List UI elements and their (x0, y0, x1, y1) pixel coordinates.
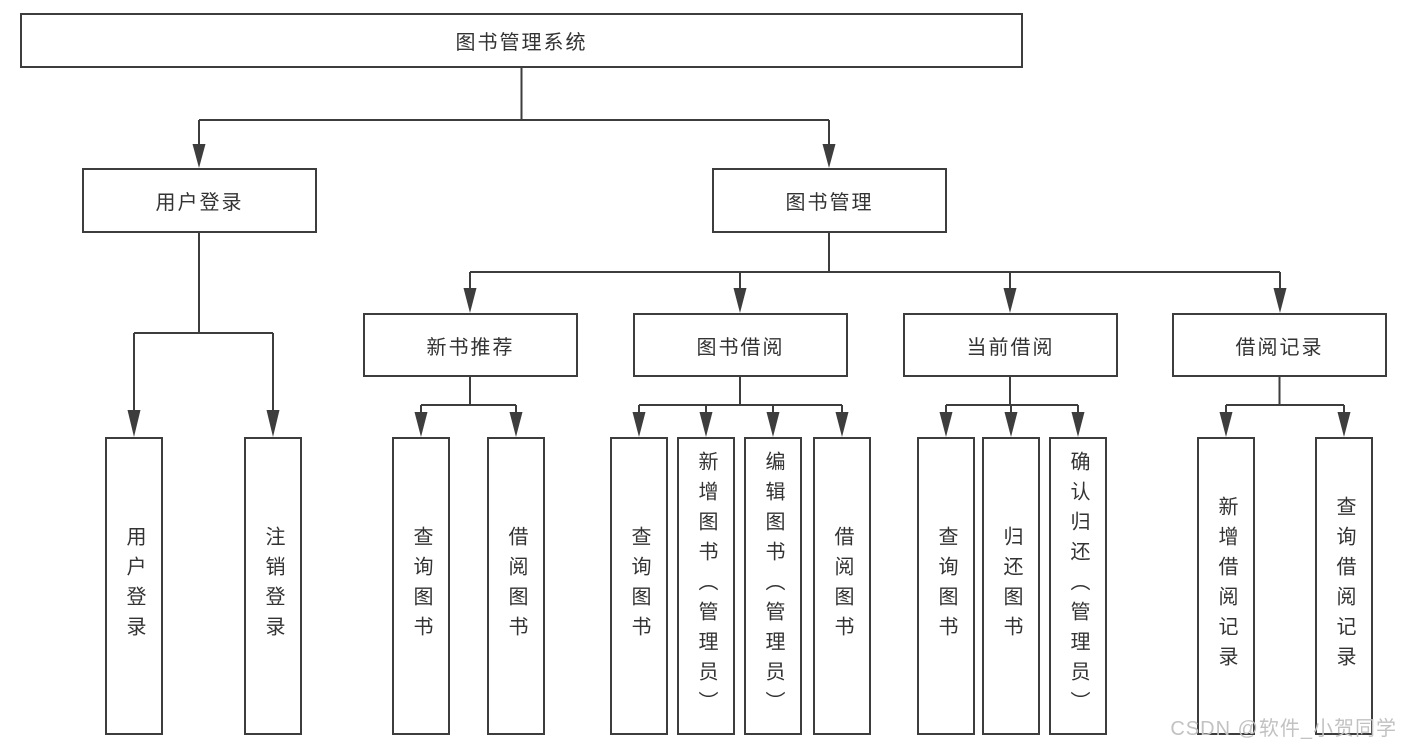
node-label: 借阅记录 (1235, 336, 1324, 359)
node-label: 归还图书 (1000, 526, 1022, 646)
leaf-add-borrow-record: 新增借阅记录 (1197, 437, 1255, 735)
leaf-borrow-books: 借阅图书 (813, 437, 871, 735)
node-label: 当前借阅 (966, 336, 1055, 359)
node-label: 新增借阅记录 (1215, 496, 1237, 676)
node-label: 查询图书 (935, 526, 957, 646)
node-label: 用户登录 (155, 192, 244, 214)
node-book-management-branch: 图书管理 (712, 168, 947, 233)
connector-current-borrowing (939, 377, 1085, 437)
leaf-user-login: 用户登录 (105, 437, 163, 735)
node-current-borrowing: 当前借阅 (903, 313, 1118, 377)
node-borrowing-records: 借阅记录 (1172, 313, 1387, 377)
node-label: 图书管理系统 (455, 32, 588, 54)
leaf-query-books: 查询图书 (917, 437, 975, 735)
node-label: 图书借阅 (696, 336, 785, 359)
node-label: 查询借阅记录 (1333, 496, 1355, 676)
connector-root (192, 68, 836, 168)
node-library-management-system: 图书管理系统 (20, 13, 1023, 68)
node-label: 注销登录 (262, 526, 284, 646)
node-user-login-branch: 用户登录 (82, 168, 317, 233)
leaf-logout: 注销登录 (244, 437, 302, 735)
node-label: 查询图书 (628, 526, 650, 646)
node-new-book-recommendation: 新书推荐 (363, 313, 578, 377)
csdn-watermark: CSDN @软件_小贺同学 (1170, 718, 1397, 740)
connector-records (1219, 377, 1351, 437)
connector-user-login (127, 233, 280, 437)
node-label: 确认归还（管理员） (1067, 451, 1089, 721)
leaf-edit-book-admin: 编辑图书（管理员） (744, 437, 802, 735)
node-label: 查询图书 (410, 526, 432, 646)
node-label: 借阅图书 (831, 526, 853, 646)
node-label: 编辑图书（管理员） (762, 451, 784, 721)
leaf-add-book-admin: 新增图书（管理员） (677, 437, 735, 735)
node-label: 用户登录 (123, 526, 145, 646)
leaf-query-books: 查询图书 (610, 437, 668, 735)
node-label: 借阅图书 (505, 526, 527, 646)
connector-borrowing (632, 377, 849, 437)
leaf-query-books: 查询图书 (392, 437, 450, 735)
leaf-return-books: 归还图书 (982, 437, 1040, 735)
leaf-query-borrow-record: 查询借阅记录 (1315, 437, 1373, 735)
leaf-confirm-return-admin: 确认归还（管理员） (1049, 437, 1107, 735)
node-book-borrowing: 图书借阅 (633, 313, 848, 377)
node-label: 新增图书（管理员） (695, 451, 717, 721)
node-label: 新书推荐 (426, 336, 515, 359)
leaf-borrow-books: 借阅图书 (487, 437, 545, 735)
connector-book-management (463, 233, 1287, 313)
node-label: 图书管理 (785, 192, 874, 214)
connector-new-books (414, 377, 523, 437)
